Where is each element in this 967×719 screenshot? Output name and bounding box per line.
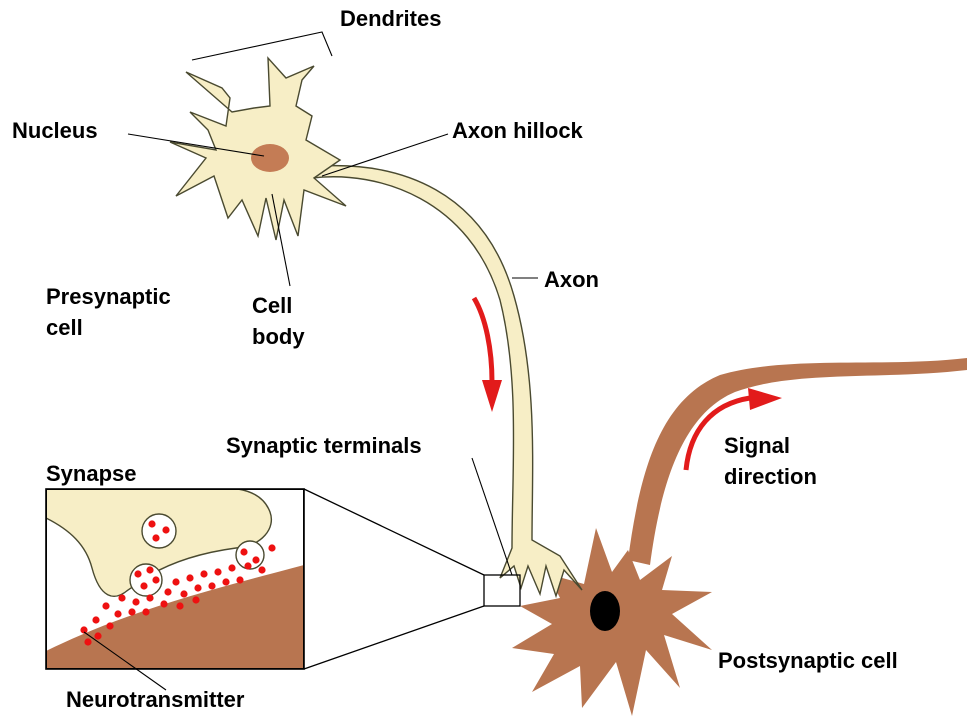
neurotransmitter-label: Neurotransmitter <box>66 684 244 715</box>
neurotransmitter-dot <box>208 582 215 589</box>
neurotransmitter-dot <box>258 566 265 573</box>
axon-signal-arrowhead <box>482 380 502 412</box>
neurotransmitter-dot <box>186 574 193 581</box>
neurotransmitter-dot <box>128 608 135 615</box>
synapse-inset <box>46 489 304 669</box>
presynaptic-cell-label: Presynaptic cell <box>46 281 171 343</box>
neurotransmitter-dot <box>172 578 179 585</box>
neurotransmitter-dot <box>118 594 125 601</box>
neurotransmitter-dot <box>106 622 113 629</box>
cell-body-label: Cell body <box>252 290 305 352</box>
neurotransmitter-dot <box>148 520 155 527</box>
neurotransmitter-dot <box>222 578 229 585</box>
axon-signal-arrow <box>474 298 492 382</box>
neurotransmitter-dot <box>176 602 183 609</box>
synaptic-terminals-leader <box>472 458 512 575</box>
neurotransmitter-dot <box>240 548 247 555</box>
neurotransmitter-dot <box>252 556 259 563</box>
neurotransmitter-dot <box>92 616 99 623</box>
presynaptic-axon <box>312 166 582 596</box>
dendrites-leader <box>192 32 332 60</box>
synaptic-terminals-label: Synaptic terminals <box>226 430 422 461</box>
neurotransmitter-dot <box>164 588 171 595</box>
nucleus-label: Nucleus <box>12 115 98 146</box>
neurotransmitter-dot <box>180 590 187 597</box>
axon-hillock-leader <box>322 134 448 176</box>
postsynaptic-cell-label: Postsynaptic cell <box>718 645 898 676</box>
postsynaptic-signal-arrowhead <box>748 388 782 410</box>
axon-hillock-label: Axon hillock <box>452 115 583 146</box>
presynaptic-nucleus <box>251 144 289 172</box>
zoom-connector-top <box>304 489 484 575</box>
neurotransmitter-dot <box>200 570 207 577</box>
neurotransmitter-dot <box>228 564 235 571</box>
neurotransmitter-dot <box>94 632 101 639</box>
neurotransmitter-dot <box>132 598 139 605</box>
synapse-zoom-source-box <box>484 575 520 606</box>
neurotransmitter-dot <box>140 582 147 589</box>
neurotransmitter-dot <box>244 562 251 569</box>
neurotransmitter-dot <box>84 638 91 645</box>
neurotransmitter-dot <box>236 576 243 583</box>
neurotransmitter-dot <box>146 594 153 601</box>
neurotransmitter-dot <box>194 584 201 591</box>
neurotransmitter-dot <box>152 534 159 541</box>
dendrites-label: Dendrites <box>340 3 441 34</box>
neurotransmitter-dot <box>152 576 159 583</box>
neurotransmitter-dot <box>146 566 153 573</box>
signal-direction-label: Signal direction <box>724 430 817 492</box>
neurotransmitter-dot <box>162 526 169 533</box>
synaptic-vesicle <box>142 514 176 548</box>
neurotransmitter-dot <box>102 602 109 609</box>
postsynaptic-nucleus <box>590 591 620 631</box>
neurotransmitter-dot <box>268 544 275 551</box>
neurotransmitter-dot <box>160 600 167 607</box>
synapse-label: Synapse <box>46 458 137 489</box>
neurotransmitter-dot <box>214 568 221 575</box>
neurotransmitter-dot <box>142 608 149 615</box>
neurotransmitter-dot <box>192 596 199 603</box>
neurotransmitter-dot <box>134 570 141 577</box>
axon-label: Axon <box>544 264 599 295</box>
zoom-connector-bottom <box>304 606 484 669</box>
neurotransmitter-dot <box>114 610 121 617</box>
